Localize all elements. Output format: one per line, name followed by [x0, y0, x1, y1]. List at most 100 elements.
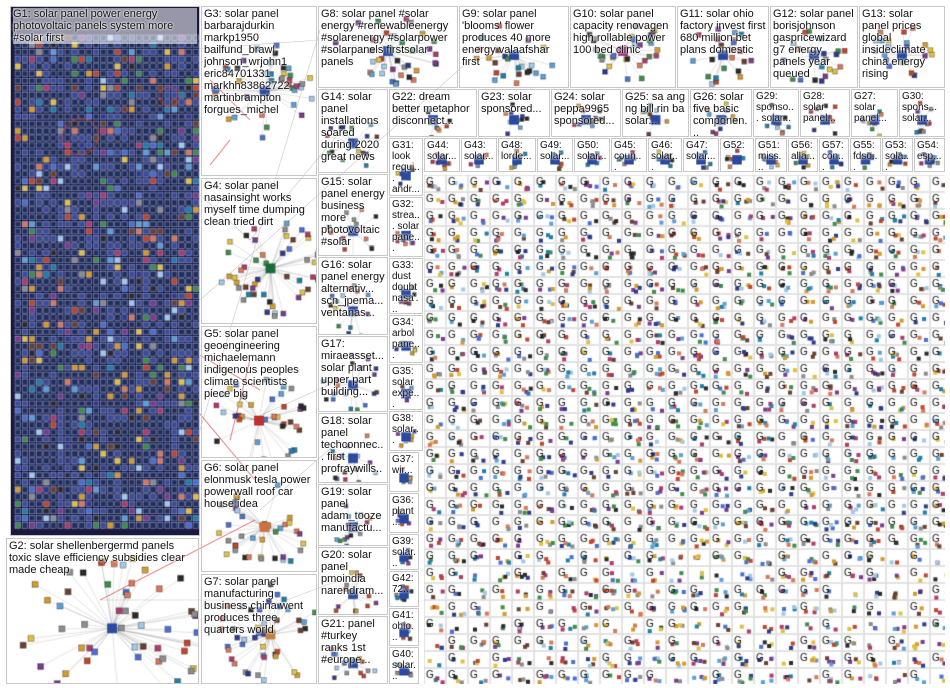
group-g28: G28: solar panel...	[800, 89, 850, 137]
group-g51-nodes	[756, 139, 786, 171]
group-g26-nodes	[691, 90, 751, 136]
group-g20-nodes	[319, 548, 387, 614]
group-g43-nodes	[462, 139, 496, 171]
group-g9-nodes	[460, 7, 568, 87]
group-g40: G40: solar...	[389, 647, 419, 684]
group-g16: G16: solar panel energy alternativ... sc…	[318, 257, 388, 335]
group-g34-nodes	[390, 316, 422, 362]
group-g45: G45: coun...	[611, 138, 647, 172]
group-g19-nodes	[319, 485, 387, 545]
group-g22: G22: dream better metaphor disconnect...	[389, 89, 477, 137]
group-g38-nodes	[390, 412, 422, 450]
group-g41: G41: ohio...	[389, 608, 419, 646]
group-g22-nodes	[390, 90, 476, 136]
group-g36-nodes	[390, 494, 418, 532]
group-g6: G6: solar panel elonmusk tesla power pow…	[201, 460, 317, 572]
group-g35-nodes	[390, 365, 422, 409]
group-g18-nodes	[319, 414, 387, 482]
group-g52: G52:	[720, 138, 754, 172]
group-g4-nodes	[202, 179, 316, 323]
micro-groups-nodes	[424, 173, 945, 684]
group-g46-nodes	[649, 139, 681, 171]
group-g5-nodes	[202, 327, 316, 457]
group-g27-nodes	[852, 90, 897, 136]
group-g13-nodes	[860, 7, 944, 87]
group-g24-nodes	[552, 90, 620, 136]
group-g50-nodes	[575, 139, 609, 171]
group-g44-nodes	[425, 139, 459, 171]
group-g46: G46: solar...	[648, 138, 682, 172]
group-g53: G53: sola...	[882, 138, 913, 172]
group-g48: G48: lorde...	[498, 138, 536, 172]
group-g4: G4: solar panel nasainsight works myself…	[201, 178, 317, 324]
group-g39: G39: solar...	[389, 534, 419, 570]
group-g20: G20: solar panel pmoindia narendram...	[318, 547, 388, 615]
group-g52-nodes	[721, 139, 753, 171]
group-g48-nodes	[499, 139, 535, 171]
group-g32-nodes	[390, 198, 422, 256]
group-g13: G13: solar panel prices global insidecli…	[859, 6, 945, 88]
group-g15-nodes	[319, 175, 387, 255]
group-g7: G7: solar panel manufacturing business c…	[201, 574, 317, 684]
group-g6-nodes	[202, 461, 316, 571]
group-g29-nodes	[754, 90, 798, 136]
group-g56-nodes	[789, 139, 817, 171]
group-g57-nodes	[820, 139, 848, 171]
group-g54-nodes	[915, 139, 944, 171]
group-g2: G2: solar shellenbergermd panels toxic s…	[6, 538, 199, 684]
group-g15: G15: solar panel energy business more ph…	[318, 174, 388, 256]
group-g47-nodes	[684, 139, 718, 171]
group-g3: G3: solar panel barbarajdurkin markp1950…	[201, 6, 317, 176]
group-g28-nodes	[801, 90, 849, 136]
group-g3-nodes	[202, 7, 316, 175]
group-g47: G47: solar...	[683, 138, 719, 172]
group-g33-nodes	[390, 259, 422, 313]
group-g38: G38: solar...	[389, 411, 423, 451]
group-g45-nodes	[612, 139, 646, 171]
group-g30: G30: spons... solar...	[899, 89, 945, 137]
group-g21-nodes	[319, 617, 387, 683]
group-g16-nodes	[319, 258, 387, 334]
group-g17-nodes	[319, 337, 387, 411]
group-g54: G54: esp...	[914, 138, 945, 172]
group-g17: G17: miraeasset... solar plant upper par…	[318, 336, 388, 412]
group-g31-nodes	[390, 139, 422, 195]
group-g14: G14: solar panel installations soared du…	[318, 89, 388, 173]
group-g42-nodes	[390, 572, 418, 606]
group-g50: G50: solar...	[574, 138, 610, 172]
group-g40-nodes	[390, 648, 418, 683]
group-g7-nodes	[202, 575, 316, 683]
group-g55: G55: fdso...	[850, 138, 881, 172]
group-g37-nodes	[390, 453, 418, 491]
group-g25: G25: sa ang ng bill rin ba solar...	[622, 89, 689, 137]
group-g37: G37: wir...	[389, 452, 419, 492]
group-g49: G49: solar...	[537, 138, 573, 172]
group-g1: G1: solar panel power energy photovoltai…	[10, 6, 200, 536]
group-g25-nodes	[623, 90, 688, 136]
group-g9: G9: solar panel 'blooms' flower produces…	[459, 6, 569, 88]
group-g26: G26: solar five basic componen...	[690, 89, 752, 137]
group-g24: G24: solar peppa9965 sponsored...	[551, 89, 621, 137]
group-g44: G44: solar...	[424, 138, 460, 172]
group-g43: G43: solar...	[461, 138, 497, 172]
group-g29: G29: sponso... solar...	[753, 89, 799, 137]
group-g53-nodes	[883, 139, 912, 171]
group-g14-nodes	[319, 90, 387, 172]
group-g19: G19: solar panel adam_tooze manufactu...	[318, 484, 388, 546]
group-g11: G11: solar ohio factory invest first 680…	[677, 6, 769, 88]
group-g34: G34: arbol pane...	[389, 315, 423, 363]
group-g2-nodes	[7, 539, 198, 683]
group-g33: G33: dust doubt nasa'...	[389, 258, 423, 314]
group-g49-nodes	[538, 139, 572, 171]
group-g5: G5: solar panel geoengineering michaelem…	[201, 326, 317, 458]
group-g57: G57: con...	[819, 138, 849, 172]
group-g12-nodes	[771, 7, 857, 87]
group-g35: G35: solar expe...	[389, 364, 423, 410]
group-g27: G27: solar panel...	[851, 89, 898, 137]
group-g23: G23: solar sponsored...	[478, 89, 550, 137]
group-g21: G21: panel #turkey ranks 1st #europe...	[318, 616, 388, 684]
group-g8: G8: solar panel #solar energy #renewable…	[318, 6, 458, 88]
group-g18: G18: solar panel techconnec... first pro…	[318, 413, 388, 483]
group-g31: G31: look requi... andr...	[389, 138, 423, 196]
group-g30-nodes	[900, 90, 944, 136]
